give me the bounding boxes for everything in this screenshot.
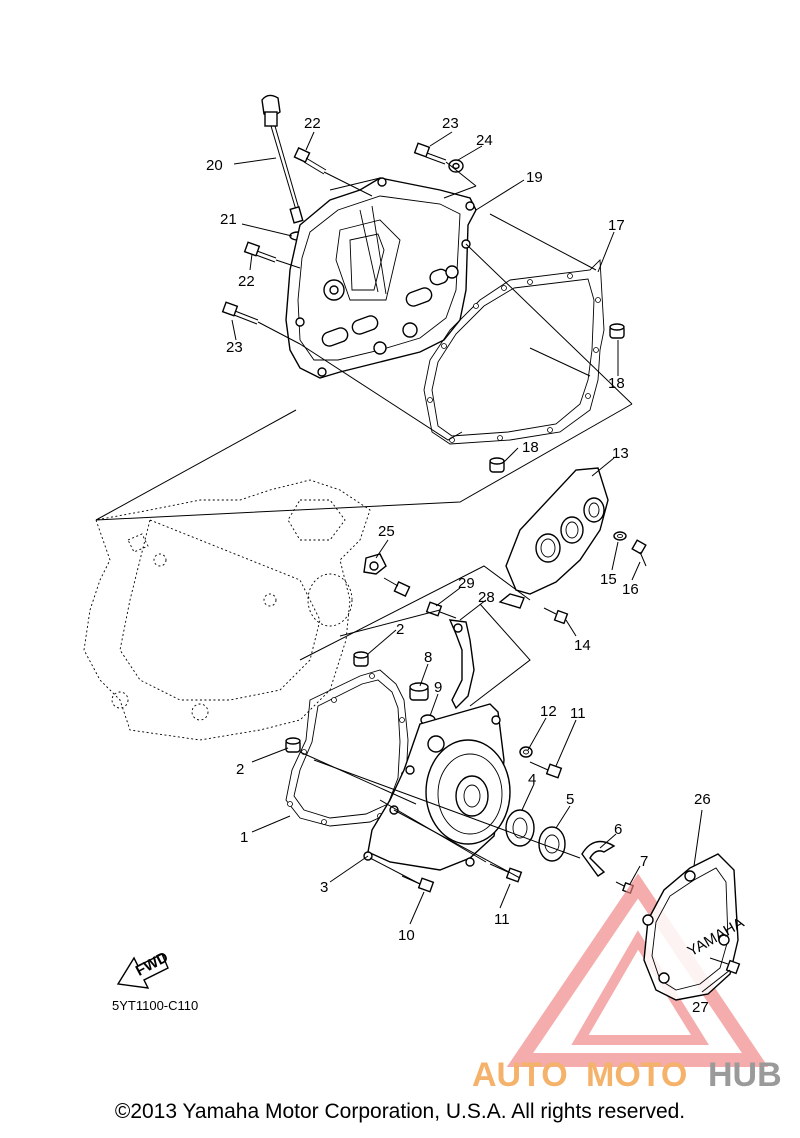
bolt-22-top — [293, 147, 327, 175]
washer-15 — [613, 531, 627, 541]
callout-10: 10 — [398, 927, 415, 944]
callout-23-left: 23 — [226, 339, 243, 356]
callout-12: 12 — [540, 703, 557, 720]
callout-14: 14 — [574, 637, 591, 654]
callout-19: 19 — [526, 169, 543, 186]
callout-2-upper: 2 — [396, 621, 404, 638]
oil-seal-5 — [538, 826, 566, 862]
callout-24: 24 — [476, 132, 493, 149]
callout-3: 3 — [320, 879, 328, 896]
callout-15: 15 — [600, 571, 617, 588]
callout-6: 6 — [614, 821, 622, 838]
callout-2-lower: 2 — [236, 761, 244, 778]
dipstick-tip — [289, 206, 304, 224]
callout-22: 22 — [304, 115, 321, 132]
pump-cover-13 — [498, 467, 609, 609]
reference-lines-upper — [95, 161, 633, 521]
bolt-22-mid — [243, 241, 277, 263]
callout-13: 13 — [612, 445, 629, 462]
bolt-16 — [631, 539, 647, 567]
bolt-23-left — [221, 301, 259, 325]
callout-9: 9 — [434, 679, 442, 696]
crankcase-cover-3 — [363, 703, 511, 871]
callout-28: 28 — [478, 589, 495, 606]
callout-22-mid: 22 — [238, 273, 255, 290]
callout-numbers: 20 22 23 24 19 21 22 17 23 18 18 13 25 1… — [206, 115, 711, 1016]
dipstick-head — [264, 111, 278, 127]
plug-8 — [409, 682, 429, 701]
callout-26: 26 — [694, 791, 711, 808]
bolts-top — [221, 142, 464, 325]
retainer-6 — [581, 840, 616, 877]
reference-frame-28 — [299, 565, 531, 707]
generator-cover-26: YAMAHA — [642, 853, 747, 1001]
watermark-moto: MOTO — [586, 1056, 687, 1094]
bolt-23-top — [413, 142, 447, 165]
diagram-code: 5YT1100-C110 — [112, 998, 198, 1013]
callout-5: 5 — [566, 791, 574, 808]
callout-8: 8 — [424, 649, 432, 666]
watermark-text: AUTO MOTO HUB — [472, 1056, 782, 1094]
dowel-pins-2 — [285, 651, 369, 753]
callout-16: 16 — [622, 581, 639, 598]
washer-24 — [448, 159, 464, 173]
callout-4: 4 — [528, 771, 536, 788]
callout-leaders — [231, 131, 731, 993]
bearing-4 — [505, 809, 535, 847]
callout-1: 1 — [240, 829, 248, 846]
callout-11-lower: 11 — [494, 911, 510, 928]
clamp-25 — [363, 553, 411, 597]
copyright-notice: ©2013 Yamaha Motor Corporation, U.S.A. A… — [114, 1100, 686, 1123]
bolt-10 — [401, 875, 435, 893]
callout-7: 7 — [640, 853, 648, 870]
callout-17: 17 — [608, 217, 625, 234]
callout-11-upper: 11 — [570, 705, 586, 722]
guide-28 — [448, 619, 475, 710]
callout-29: 29 — [458, 575, 475, 592]
callout-21: 21 — [220, 211, 237, 228]
callout-27: 27 — [692, 999, 709, 1016]
fwd-arrow-icon: FWD — [116, 949, 171, 989]
callout-18-lower: 18 — [522, 439, 539, 456]
watermark-hub: HUB — [708, 1056, 782, 1094]
dowel-pins-18 — [489, 323, 625, 473]
callout-25: 25 — [378, 523, 395, 540]
callout-18-upper: 18 — [608, 375, 625, 392]
bolt-11-lower — [489, 863, 523, 883]
bolt-29 — [425, 601, 457, 619]
engine-crankcase-outline — [83, 479, 371, 741]
crankcase-cover-assembly — [261, 94, 477, 379]
washer-12 — [519, 746, 533, 758]
gasket-17 — [423, 258, 605, 445]
watermark-auto: AUTO — [472, 1056, 568, 1094]
callout-23: 23 — [442, 115, 459, 132]
reference-lines-lower — [299, 751, 581, 885]
callout-20: 20 — [206, 157, 223, 174]
bolt-11-upper — [529, 761, 563, 779]
bolt-14 — [543, 607, 569, 625]
